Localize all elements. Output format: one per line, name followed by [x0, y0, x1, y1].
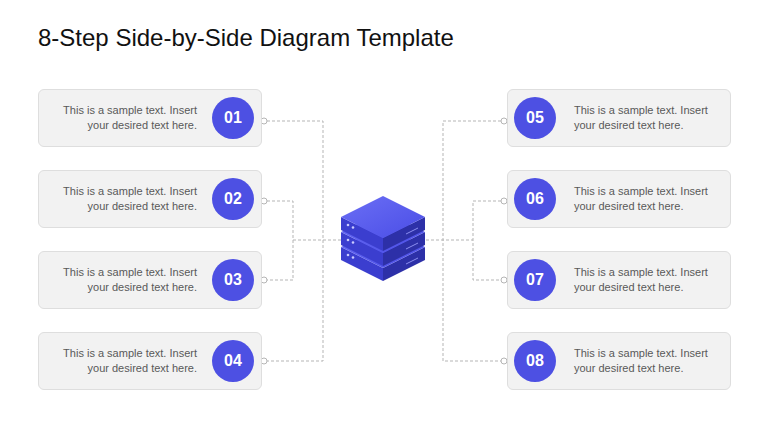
leader-line [293, 240, 345, 241]
step-number: 02 [212, 178, 254, 220]
text-box: This is a sample text. Insert your desir… [38, 89, 262, 147]
step-number: 01 [212, 97, 254, 139]
step-number-circle: 03 [212, 259, 254, 301]
step-number-circle: 07 [514, 259, 556, 301]
leader-line [473, 201, 501, 280]
step-number: 05 [514, 97, 556, 139]
circle-fill [212, 340, 254, 382]
circle-fill [514, 178, 556, 220]
step-number-circle: 02 [212, 178, 254, 220]
step-number-circle: 06 [514, 178, 556, 220]
diagram-title: 8-Step Side-by-Side Diagram Template [38, 24, 454, 52]
step-number: 04 [212, 340, 254, 382]
circle-fill [514, 340, 556, 382]
step-number-circle: 08 [514, 340, 556, 382]
circle-fill [212, 97, 254, 139]
leader-line [443, 121, 501, 361]
leader-line [267, 201, 293, 280]
circle-fill [514, 97, 556, 139]
step-number-circle: 01 [212, 97, 254, 139]
step-number-circle: 05 [514, 97, 556, 139]
text-box: This is a sample text. Insert your desir… [38, 251, 262, 309]
leader-line [267, 121, 323, 361]
server-icon [341, 196, 425, 281]
step-number: 03 [212, 259, 254, 301]
step-description: This is a sample text. Insert your desir… [47, 265, 197, 295]
step-description: This is a sample text. Insert your desir… [47, 184, 197, 214]
circle-fill [212, 259, 254, 301]
step-description: This is a sample text. Insert your desir… [574, 265, 724, 295]
text-box: This is a sample text. Insert your desir… [507, 251, 731, 309]
step-description: This is a sample text. Insert your desir… [47, 103, 197, 133]
text-box: This is a sample text. Insert your desir… [507, 170, 731, 228]
step-number: 06 [514, 178, 556, 220]
step-number: 07 [514, 259, 556, 301]
circle-fill [212, 178, 254, 220]
text-box: This is a sample text. Insert your desir… [507, 89, 731, 147]
step-description: This is a sample text. Insert your desir… [574, 103, 724, 133]
text-box: This is a sample text. Insert your desir… [38, 170, 262, 228]
text-box: This is a sample text. Insert your desir… [38, 332, 262, 390]
step-number-circle: 04 [212, 340, 254, 382]
step-description: This is a sample text. Insert your desir… [574, 184, 724, 214]
step-description: This is a sample text. Insert your desir… [47, 346, 197, 376]
leader-lines [267, 121, 501, 361]
circle-fill [514, 259, 556, 301]
line-ends [261, 118, 507, 364]
step-description: This is a sample text. Insert your desir… [574, 346, 724, 376]
step-number: 08 [514, 340, 556, 382]
leader-line [421, 240, 473, 241]
text-box: This is a sample text. Insert your desir… [507, 332, 731, 390]
server-slab [341, 196, 425, 251]
